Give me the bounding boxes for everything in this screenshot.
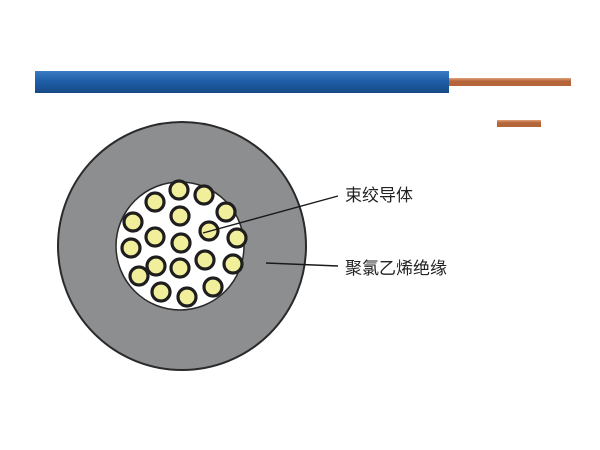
conductor-strand [150, 281, 172, 303]
insulation-leader-line [265, 262, 339, 267]
conductor-strand [144, 226, 166, 248]
conductor-strand [168, 179, 190, 201]
conductor-strands [120, 179, 248, 308]
conductor-strand [215, 201, 237, 223]
leader-lines [202, 195, 339, 267]
conductor-strand [169, 205, 191, 227]
conductor-label: 束绞导体 [345, 186, 413, 206]
conductor-strand [226, 227, 248, 249]
conductor-strand [193, 184, 215, 206]
conductor-strand [120, 237, 142, 259]
insulation-label: 聚氯乙烯绝缘 [345, 259, 447, 279]
conductor-strand [202, 276, 224, 298]
conductor-leader-line [202, 195, 339, 234]
conductor-strand [145, 255, 167, 277]
cable-sheath [35, 71, 449, 93]
conductor-strand [169, 257, 191, 279]
cable-side-view [35, 71, 571, 127]
conductor-strand [128, 265, 150, 287]
conductor-strand [170, 232, 192, 254]
conductor-strand [122, 211, 144, 233]
cable-cross-section [57, 121, 307, 371]
exposed-conductor [449, 78, 571, 86]
conductor-strand [176, 286, 198, 308]
conductor-strand [194, 249, 216, 271]
conductor-segment [497, 120, 541, 127]
conductor-strand [222, 253, 244, 275]
conductor-strand [144, 191, 166, 213]
